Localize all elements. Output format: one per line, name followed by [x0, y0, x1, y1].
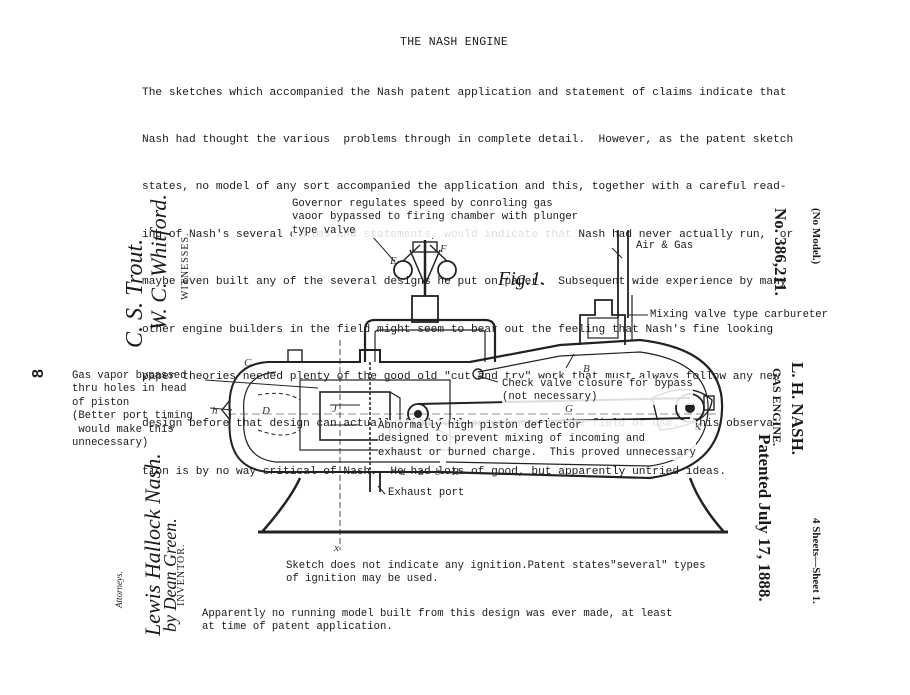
- svg-text:R: R: [451, 466, 459, 478]
- patent-sheets: 4 Sheets—Sheet 1.: [810, 518, 822, 604]
- witness-signature-1: C. S. Trout.: [122, 238, 148, 348]
- annotation-check-valve: Check valve closure for bypass (not nece…: [502, 378, 693, 405]
- svg-text:x: x: [333, 542, 339, 554]
- annotation-governor: Governor regulates speed by conroling ga…: [292, 198, 579, 239]
- svg-text:D: D: [261, 405, 270, 417]
- svg-text:b: b: [435, 466, 441, 478]
- svg-text:G: G: [565, 403, 573, 415]
- svg-text:B: B: [583, 363, 590, 375]
- annotation-deflector: Abnormally high piston deflector designe…: [378, 420, 696, 461]
- svg-text:J: J: [332, 403, 338, 415]
- svg-text:h: h: [212, 405, 218, 417]
- body-line: maybe even built any of the several desi…: [142, 276, 787, 289]
- patent-no-model: (No Model.): [810, 208, 822, 265]
- figure-label: Fig.1.: [498, 268, 546, 290]
- annotation-gas-vapor: Gas vapor bypassed thru holes in head of…: [72, 370, 193, 450]
- witnesses-label: WITNESSES.: [180, 232, 191, 301]
- annotation-mixing-valve: Mixing valve type carbureter: [650, 309, 829, 323]
- annotation-air-gas: Air & Gas: [636, 240, 694, 252]
- body-line: The sketches which accompanied the Nash …: [142, 86, 787, 99]
- svg-text:d: d: [400, 466, 406, 478]
- page-number: 8: [30, 369, 47, 378]
- patent-number: No. 386,211.: [771, 208, 790, 296]
- body-line: Nash had thought the various problems th…: [142, 133, 794, 146]
- body-line: paper theories needed plenty of the good…: [142, 370, 780, 383]
- witness-signature-2: W. C. Whitford.: [146, 194, 171, 330]
- svg-text:E: E: [389, 255, 397, 267]
- attorneys-label: Attorneys.: [114, 571, 124, 608]
- intro-paragraph: The sketches which accompanied the Nash …: [142, 54, 793, 496]
- annotation-ignition: Sketch does not indicate any ignition.Pa…: [286, 560, 706, 586]
- patent-inventor-name: L. H. NASH.: [788, 362, 807, 456]
- svg-text:a: a: [418, 466, 424, 478]
- attorney-signature: by Dean Green.: [160, 518, 180, 632]
- annotation-no-model: Apparently no running model built from t…: [202, 608, 673, 634]
- svg-text:F: F: [439, 243, 447, 255]
- svg-text:C: C: [244, 357, 252, 369]
- body-line: states, no model of any sort accompanied…: [142, 181, 787, 194]
- page-title: THE NASH ENGINE: [400, 36, 509, 49]
- svg-text:K: K: [693, 421, 702, 433]
- annotation-exhaust-port: Exhaust port: [388, 487, 465, 499]
- patent-date: Patented July 17, 1888.: [755, 434, 774, 602]
